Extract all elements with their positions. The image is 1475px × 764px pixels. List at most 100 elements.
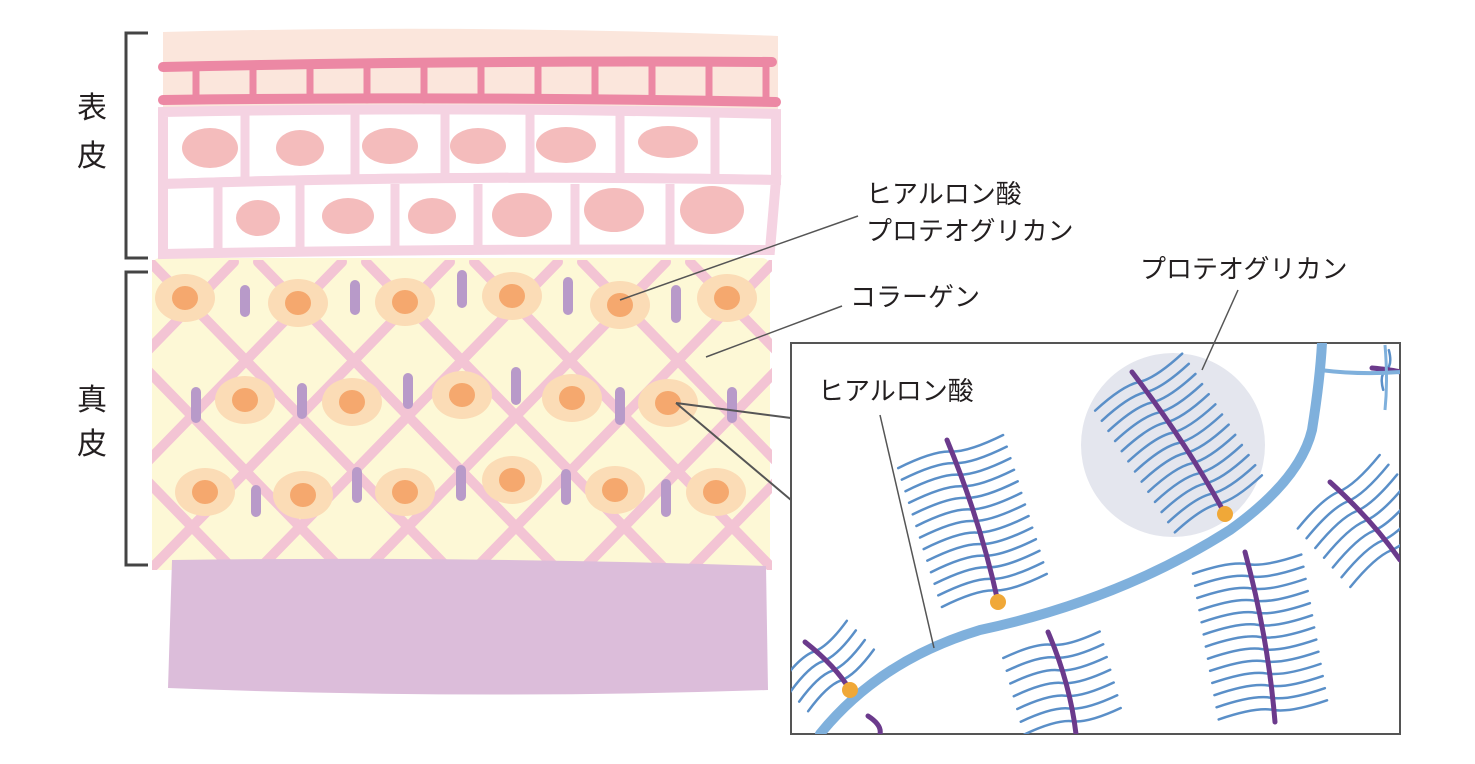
collagen-fiber bbox=[0, 262, 18, 570]
callout-line-ha-pg bbox=[619, 215, 859, 301]
core-protein bbox=[1242, 549, 1278, 725]
keratinocyte bbox=[408, 198, 456, 234]
glycosaminoglycan-chain bbox=[1147, 433, 1237, 494]
proteoglycan bbox=[865, 713, 883, 734]
fibroblast-nucleus bbox=[703, 480, 729, 504]
glycosaminoglycan-chain bbox=[911, 480, 1019, 516]
glycosaminoglycan-chain bbox=[1140, 423, 1230, 483]
fibroblast-nucleus bbox=[290, 483, 316, 507]
callout-line-inset-pg bbox=[1201, 289, 1239, 371]
glycosaminoglycan-chain bbox=[791, 629, 858, 693]
glycosaminoglycan-chain bbox=[1208, 650, 1320, 673]
collagen-fiber bbox=[1446, 262, 1475, 570]
glycosaminoglycan-chain bbox=[922, 514, 1030, 551]
glycosaminoglycan-chain bbox=[1202, 614, 1314, 636]
keratinocyte bbox=[276, 130, 324, 166]
fibroblast-nucleus bbox=[499, 284, 525, 308]
glycosaminoglycan-chain bbox=[1211, 662, 1322, 685]
link-protein bbox=[990, 594, 1006, 610]
basement-membrane bbox=[158, 56, 781, 107]
glycosaminoglycan-chain bbox=[1005, 643, 1105, 672]
fibroblast-nucleus bbox=[559, 386, 585, 410]
fibroblast-nucleus bbox=[339, 390, 365, 414]
fibroblast-cells bbox=[155, 272, 757, 519]
elastin-fibers bbox=[191, 270, 737, 517]
proteoglycan bbox=[1002, 629, 1122, 734]
glycosaminoglycan-chain bbox=[1322, 489, 1400, 559]
epidermis-bracket bbox=[124, 31, 148, 260]
keratinocyte bbox=[322, 198, 374, 234]
epidermis-cells bbox=[158, 104, 782, 260]
glycosaminoglycan-chain bbox=[1120, 392, 1210, 453]
keratinocyte bbox=[492, 193, 552, 237]
glycosaminoglycan-chain bbox=[1019, 694, 1119, 723]
glycosaminoglycan-chain bbox=[1204, 626, 1316, 648]
proteoglycan bbox=[896, 433, 1049, 609]
fibroblast-nucleus bbox=[602, 478, 628, 502]
proteoglycan bbox=[1191, 549, 1329, 725]
label-collagen: コラーゲン bbox=[850, 283, 980, 313]
core-protein bbox=[1045, 629, 1079, 734]
glycosaminoglycan-chain bbox=[1200, 601, 1312, 624]
collagen-fiber bbox=[0, 262, 18, 570]
callout-line-collagen bbox=[705, 305, 843, 358]
glycosaminoglycan-chain bbox=[1213, 674, 1324, 697]
collagen-fiber bbox=[0, 262, 126, 570]
glycosaminoglycan-chain bbox=[1206, 638, 1318, 660]
link-protein bbox=[842, 682, 858, 698]
epidermis-label-char2: 皮 bbox=[77, 139, 107, 174]
glycosaminoglycan-chain bbox=[1314, 473, 1399, 550]
hyaluronic-acid-strand bbox=[815, 343, 1327, 734]
fibroblast-nucleus bbox=[285, 291, 311, 315]
glycosaminoglycan-chain bbox=[1127, 403, 1217, 463]
callout-line-inset-ha bbox=[879, 414, 935, 649]
fibroblast-nucleus bbox=[392, 480, 418, 504]
glycosaminoglycan-chain bbox=[1153, 443, 1244, 504]
glycosaminoglycan-chain bbox=[933, 549, 1041, 586]
subcutaneous-layer bbox=[168, 558, 768, 695]
glycosaminoglycan-chain bbox=[1113, 382, 1204, 443]
label-proteoglycan-inset: プロテオグリカン bbox=[1140, 255, 1347, 285]
core-protein bbox=[944, 437, 1001, 605]
glycosaminoglycan-chain bbox=[926, 526, 1034, 562]
fibroblast-nucleus bbox=[449, 383, 475, 407]
keratinocyte bbox=[236, 200, 280, 236]
proteoglycan bbox=[1296, 453, 1400, 589]
glycosaminoglycan-chain bbox=[1012, 668, 1112, 698]
glycosaminoglycan-chain bbox=[1133, 413, 1224, 473]
link-protein bbox=[1217, 506, 1233, 522]
glycosaminoglycan-chain bbox=[1009, 655, 1108, 685]
core-protein bbox=[1327, 479, 1400, 563]
epidermis-label-char1: 表 bbox=[77, 91, 107, 126]
glycosaminoglycan-chain bbox=[907, 468, 1016, 505]
collagen-fiber bbox=[1446, 262, 1475, 570]
fibroblast-nucleus bbox=[499, 468, 525, 492]
glycosaminoglycan-chain bbox=[915, 491, 1023, 528]
fibroblast-nucleus bbox=[655, 391, 681, 415]
proteoglycan bbox=[1093, 352, 1264, 534]
dermis-bracket bbox=[124, 270, 148, 567]
dermis-label-char2: 皮 bbox=[77, 427, 107, 462]
label-proteoglycan-main: プロテオグリカン bbox=[866, 217, 1073, 247]
keratinocyte bbox=[362, 128, 418, 164]
zoom-inset: プロテオグリカン ヒアルロン酸 bbox=[790, 255, 1401, 735]
glycosaminoglycan-chain bbox=[797, 638, 867, 703]
glycosaminoglycan-chain bbox=[1196, 577, 1307, 600]
label-hyaluronic-acid-inset: ヒアルロン酸 bbox=[818, 377, 974, 407]
dermis-label-char1: 真 bbox=[77, 383, 107, 418]
zoom-connector bbox=[675, 402, 792, 501]
keratinocyte bbox=[182, 128, 238, 168]
collagen-fiber bbox=[152, 478, 239, 570]
core-protein bbox=[1129, 369, 1228, 517]
glycosaminoglycan-chain bbox=[1016, 681, 1115, 711]
glycosaminoglycan-chain bbox=[929, 537, 1038, 574]
collagen-fiber bbox=[685, 478, 772, 570]
glycosaminoglycan-chain bbox=[1331, 508, 1400, 569]
label-hyaluronic-acid-main: ヒアルロン酸 bbox=[866, 180, 1022, 210]
keratinocyte bbox=[638, 126, 698, 158]
fibroblast-nucleus bbox=[392, 290, 418, 314]
keratinocyte bbox=[680, 186, 744, 234]
glycosaminoglycan-chain bbox=[918, 503, 1027, 539]
fibroblast-nucleus bbox=[607, 293, 633, 317]
